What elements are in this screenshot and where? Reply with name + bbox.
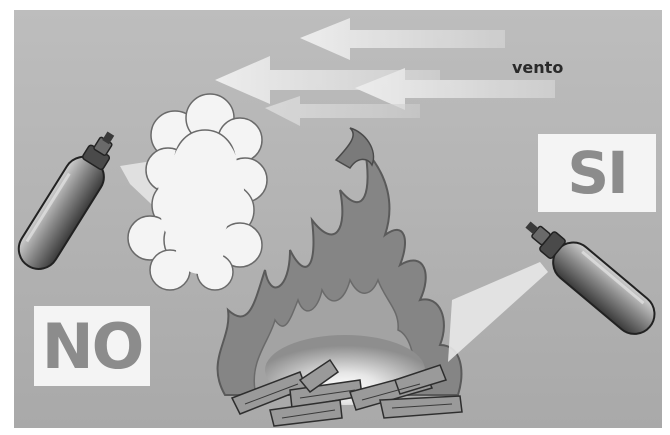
incorrect-label-box: NO (34, 306, 150, 386)
correct-label: SI (567, 139, 626, 207)
wind-label: vento (512, 58, 563, 77)
correct-label-box: SI (538, 134, 656, 212)
incorrect-label: NO (42, 310, 143, 383)
